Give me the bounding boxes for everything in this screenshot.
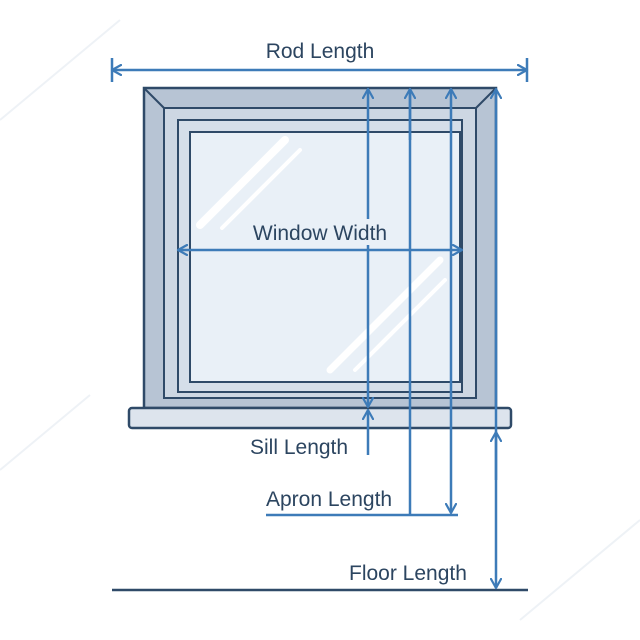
- window: [127, 86, 513, 430]
- labels: Rod Length Window Width Sill Length Apro…: [242, 40, 467, 585]
- window-width-label-bg: [242, 219, 400, 245]
- window-glass: [189, 131, 461, 383]
- wall-texture: [0, 19, 640, 621]
- measurements: [110, 58, 529, 588]
- sill-length-label: Sill Length: [250, 436, 348, 459]
- window-sill: [127, 406, 513, 430]
- floor-length-label: Floor Length: [349, 562, 467, 585]
- apron-length-label: Apron Length: [266, 488, 392, 511]
- window-width-label: Window Width: [253, 222, 387, 245]
- rod-length-label: Rod Length: [266, 40, 375, 63]
